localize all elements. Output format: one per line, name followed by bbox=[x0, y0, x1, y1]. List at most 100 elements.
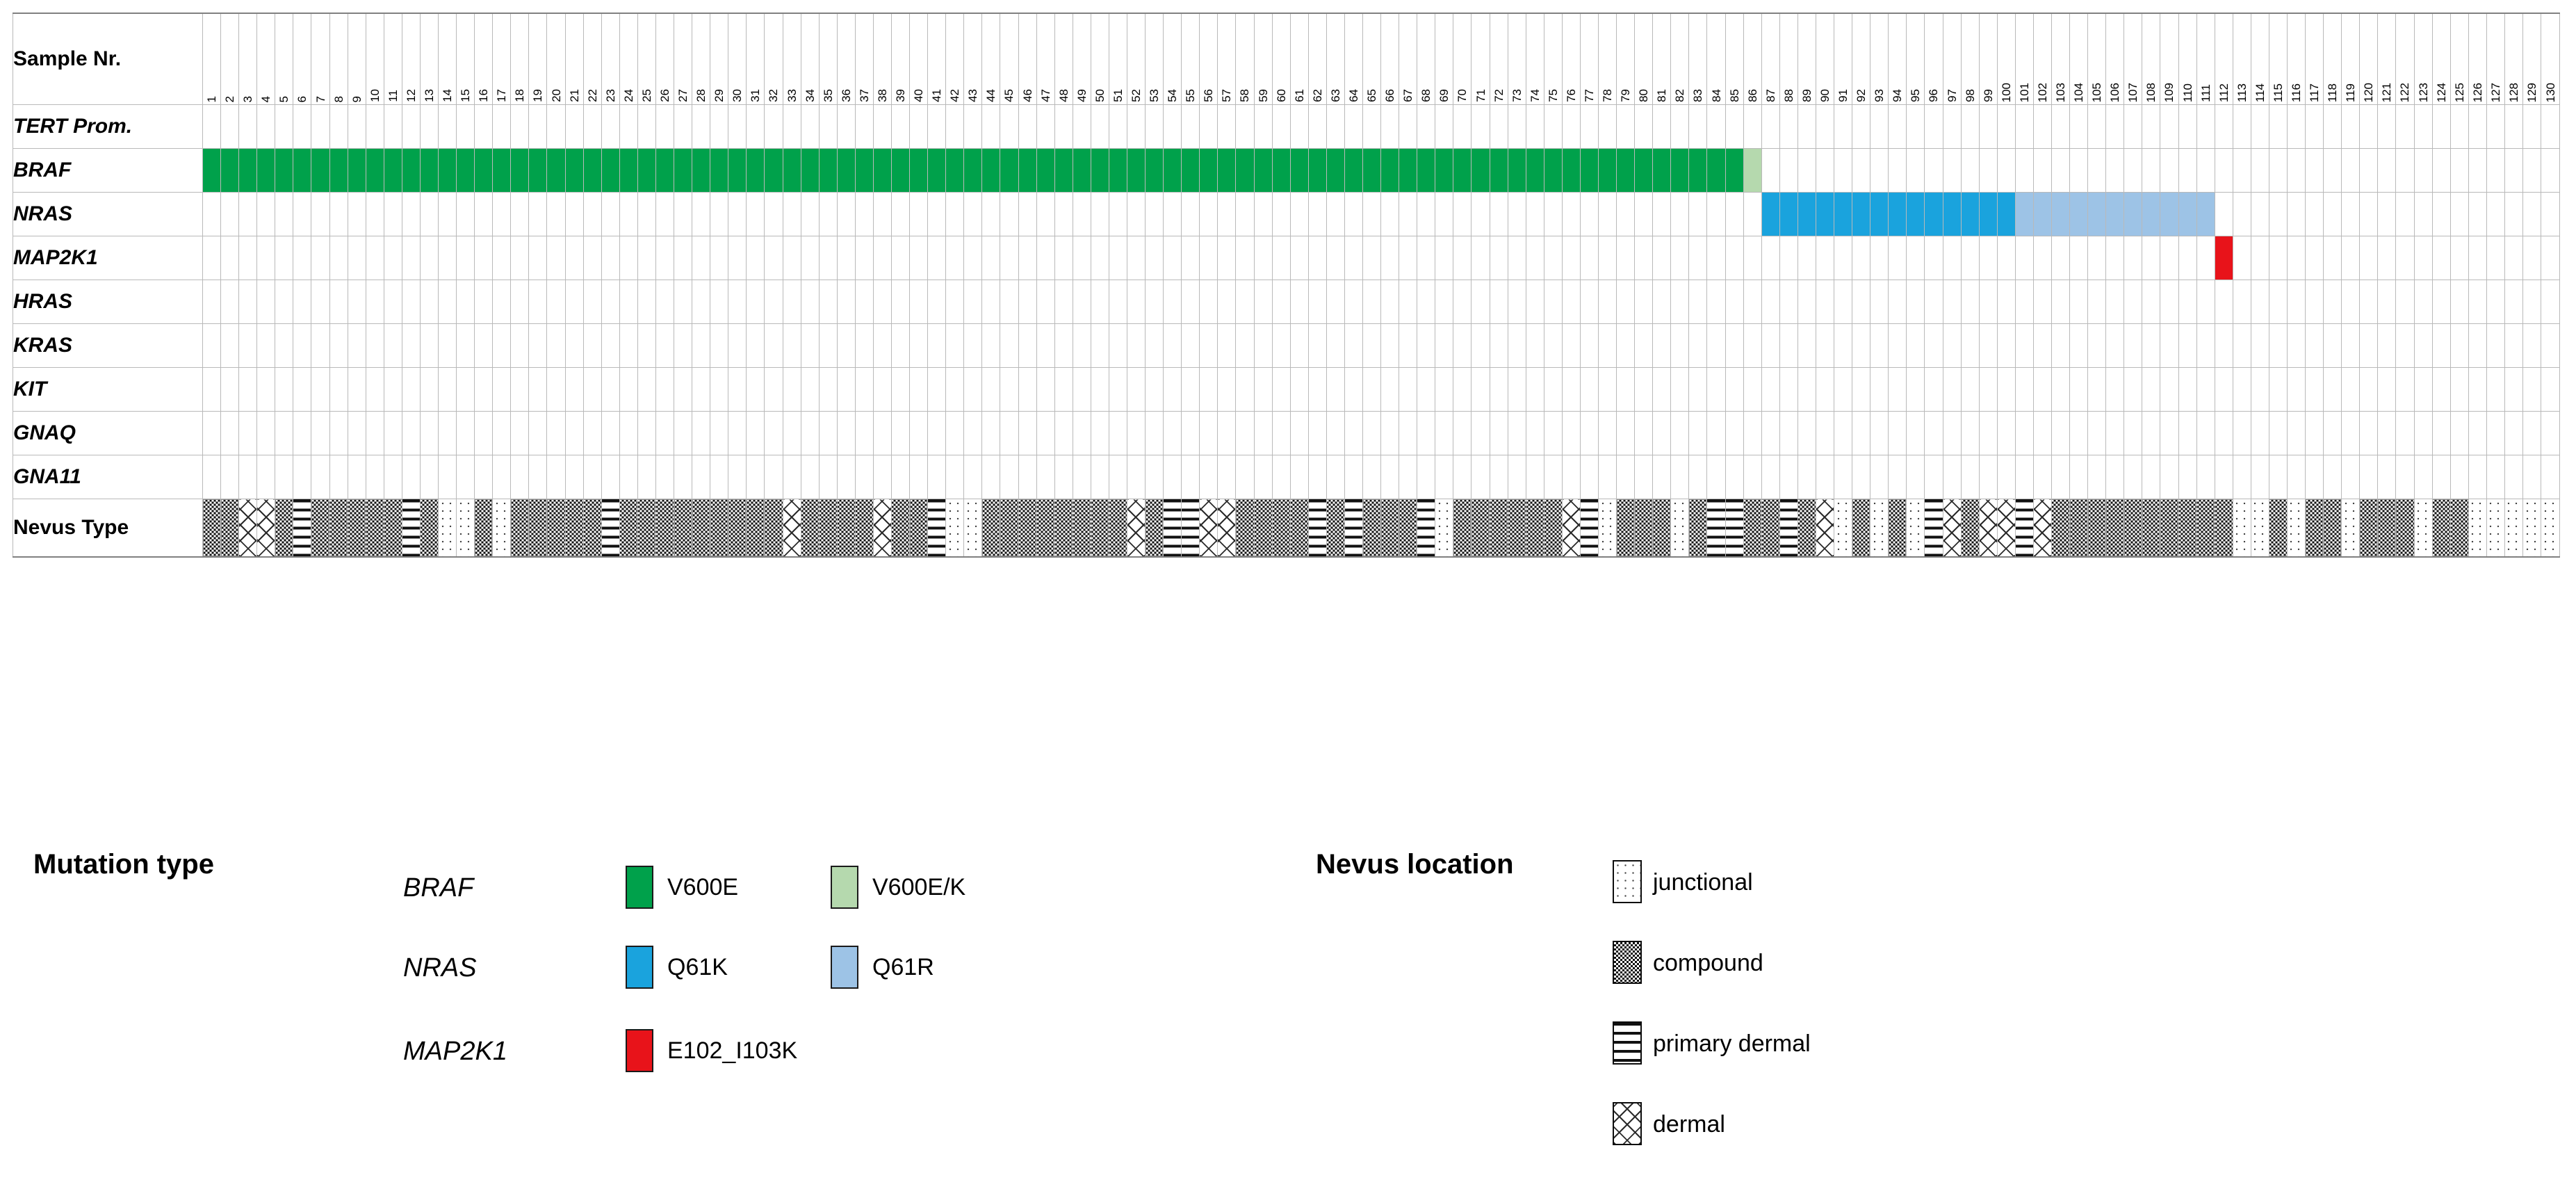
nevus-type-cell bbox=[1924, 499, 1943, 558]
sample-number-label: 100 bbox=[1999, 82, 2013, 102]
empty-cell bbox=[383, 367, 402, 412]
nevus-type-cell bbox=[546, 499, 566, 558]
mutation-cell bbox=[347, 148, 366, 193]
gene-row-label: TERT Prom. bbox=[13, 104, 203, 149]
mutation-cell bbox=[1579, 148, 1599, 193]
empty-cell bbox=[800, 104, 820, 149]
empty-cell bbox=[1072, 367, 1091, 412]
empty-cell bbox=[782, 455, 801, 499]
sample-number-cell: 80 bbox=[1634, 13, 1654, 105]
empty-cell bbox=[728, 104, 747, 149]
empty-cell bbox=[492, 104, 512, 149]
empty-cell bbox=[1996, 236, 2016, 280]
empty-cell bbox=[1289, 323, 1309, 368]
mutation-cell bbox=[800, 148, 820, 193]
empty-cell bbox=[474, 280, 494, 324]
mutation-cell bbox=[1217, 148, 1237, 193]
empty-cell bbox=[981, 323, 1001, 368]
empty-cell bbox=[619, 411, 638, 455]
mutation-cell bbox=[2142, 192, 2161, 236]
empty-cell bbox=[2069, 104, 2089, 149]
nevus-type-cell bbox=[419, 499, 439, 558]
empty-cell bbox=[1870, 323, 1889, 368]
empty-cell bbox=[1906, 148, 1925, 193]
mutation-cell bbox=[1834, 192, 1853, 236]
sample-number-cell: 48 bbox=[1054, 13, 1073, 105]
empty-cell bbox=[1725, 280, 1744, 324]
empty-cell bbox=[1960, 104, 1980, 149]
sample-number-label: 58 bbox=[1238, 89, 1252, 102]
nevus-type-cell bbox=[528, 499, 548, 558]
empty-cell bbox=[1779, 411, 1798, 455]
nevus-type-cell bbox=[1181, 499, 1200, 558]
empty-cell bbox=[692, 236, 711, 280]
empty-cell bbox=[1579, 104, 1599, 149]
empty-cell bbox=[655, 367, 675, 412]
nevus-type-cell bbox=[746, 499, 765, 558]
empty-cell bbox=[619, 323, 638, 368]
empty-cell bbox=[1634, 411, 1654, 455]
empty-cell bbox=[2449, 280, 2469, 324]
empty-cell bbox=[1634, 192, 1654, 236]
nevus-type-cell bbox=[383, 499, 402, 558]
empty-cell bbox=[1163, 104, 1182, 149]
empty-cell bbox=[2087, 323, 2107, 368]
empty-cell bbox=[1797, 411, 1816, 455]
empty-cell bbox=[2214, 323, 2233, 368]
nevus-type-cell bbox=[275, 499, 294, 558]
legend-gene-name: MAP2K1 bbox=[403, 1037, 507, 1066]
sample-number-cell: 94 bbox=[1888, 13, 1907, 105]
sample-number-cell: 122 bbox=[2395, 13, 2415, 105]
empty-cell bbox=[1888, 323, 1907, 368]
empty-cell bbox=[1688, 192, 1708, 236]
empty-cell bbox=[1888, 104, 1907, 149]
sample-number-label: 8 bbox=[332, 95, 345, 102]
empty-cell bbox=[2123, 104, 2143, 149]
empty-cell bbox=[1996, 367, 2016, 412]
sample-number-cell: 42 bbox=[945, 13, 965, 105]
nevus-type-cell bbox=[238, 499, 258, 558]
mutation-cell bbox=[1000, 148, 1019, 193]
mutation-cell bbox=[1453, 148, 1472, 193]
empty-cell bbox=[637, 455, 656, 499]
empty-cell bbox=[1399, 280, 1418, 324]
empty-cell bbox=[1217, 367, 1237, 412]
empty-cell bbox=[2305, 367, 2324, 412]
empty-cell bbox=[2341, 411, 2361, 455]
empty-cell bbox=[1217, 104, 1237, 149]
empty-cell bbox=[220, 323, 240, 368]
empty-cell bbox=[2377, 367, 2397, 412]
sample-number-cell: 32 bbox=[764, 13, 783, 105]
sample-number-label: 56 bbox=[1202, 89, 1216, 102]
mutation-cell bbox=[1761, 192, 1780, 236]
mutation-cell bbox=[1960, 192, 1980, 236]
sample-number-label: 68 bbox=[1419, 89, 1433, 102]
mutation-cell bbox=[1924, 192, 1943, 236]
empty-cell bbox=[329, 104, 348, 149]
empty-cell bbox=[1453, 367, 1472, 412]
empty-cell bbox=[1362, 192, 1382, 236]
sample-number-cell: 41 bbox=[927, 13, 947, 105]
empty-cell bbox=[1235, 455, 1255, 499]
gene-row: BRAF bbox=[13, 148, 2560, 193]
empty-cell bbox=[492, 411, 512, 455]
sample-number-label: 62 bbox=[1310, 89, 1324, 102]
empty-cell bbox=[275, 280, 294, 324]
empty-cell bbox=[1797, 455, 1816, 499]
empty-cell bbox=[872, 323, 892, 368]
sample-number-label: 2 bbox=[223, 95, 237, 102]
empty-cell bbox=[2196, 411, 2215, 455]
sample-number-cell: 95 bbox=[1906, 13, 1925, 105]
sample-number-cell: 109 bbox=[2160, 13, 2179, 105]
empty-cell bbox=[2051, 455, 2071, 499]
empty-cell bbox=[764, 323, 783, 368]
sample-number-label: 9 bbox=[350, 95, 364, 102]
sample-number-label: 49 bbox=[1075, 89, 1089, 102]
empty-cell bbox=[2377, 236, 2397, 280]
empty-cell bbox=[311, 104, 330, 149]
empty-cell bbox=[1307, 192, 1327, 236]
empty-cell bbox=[2486, 367, 2505, 412]
nevus-type-cell bbox=[1525, 499, 1544, 558]
nevus-type-cell bbox=[2069, 499, 2089, 558]
empty-cell bbox=[474, 236, 494, 280]
